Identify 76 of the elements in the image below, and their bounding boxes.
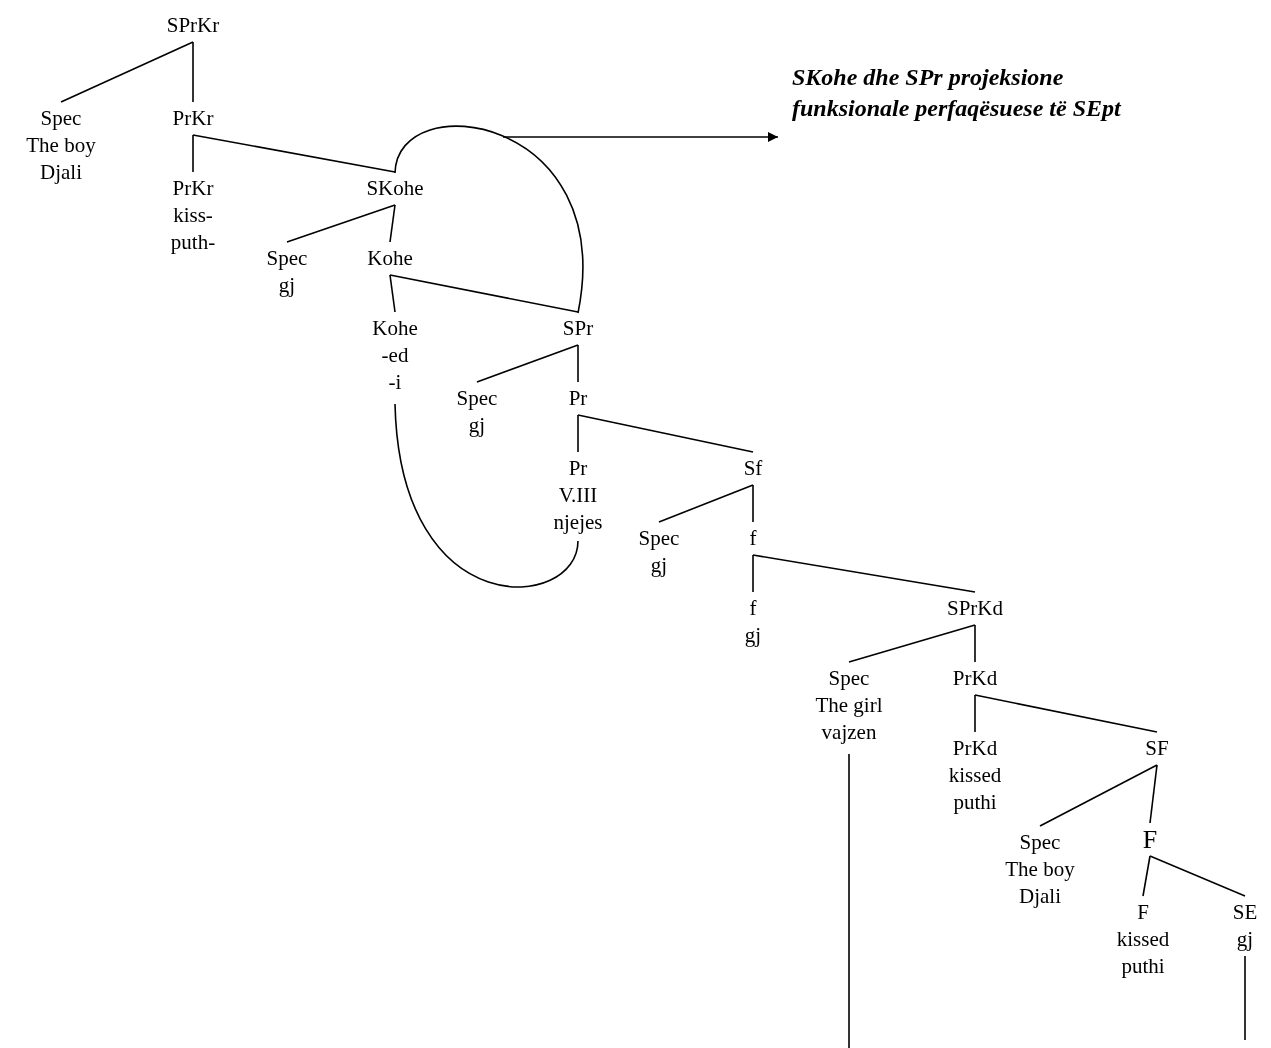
tree-branch xyxy=(389,204,396,243)
word-label: vajzen xyxy=(820,719,878,746)
movement-arc xyxy=(394,125,584,314)
category-label: F xyxy=(1136,899,1150,926)
word-label: gj xyxy=(467,412,487,439)
category-label: Pr xyxy=(567,455,589,482)
word-label: gj xyxy=(744,622,762,649)
tree-branch xyxy=(752,484,754,523)
tree-branch xyxy=(1149,855,1246,897)
tree-branch xyxy=(192,41,194,103)
tree-branch xyxy=(1149,764,1158,824)
category-label: SPrKd xyxy=(947,595,1003,622)
word-label: kissed xyxy=(1116,926,1170,953)
word-label: The boy xyxy=(26,132,96,159)
tree-branch xyxy=(848,624,976,663)
category-label: Pr xyxy=(568,385,588,412)
word-label: The girl xyxy=(815,692,883,719)
word-label: gj xyxy=(277,272,297,299)
category-label: f xyxy=(749,525,757,552)
word-label: puth- xyxy=(170,229,216,256)
tree-branch xyxy=(577,344,579,383)
tree-branch xyxy=(192,134,396,173)
category-label: Spec xyxy=(39,105,83,132)
tree-branch xyxy=(974,694,976,733)
tree-branch xyxy=(577,414,579,453)
category-label: F xyxy=(1142,826,1158,853)
tree-branch xyxy=(192,134,194,173)
word-label: gj xyxy=(1235,926,1255,953)
arrow xyxy=(502,132,779,142)
category-label: Spec xyxy=(638,525,680,552)
tree-branch xyxy=(974,694,1158,733)
word-label: The boy xyxy=(1005,856,1075,883)
trace-line xyxy=(1244,955,1246,1041)
tree-branch xyxy=(752,554,754,593)
category-label: SPrKr xyxy=(166,12,220,39)
tree-branch xyxy=(577,414,754,453)
category-label: PrKr xyxy=(171,175,215,202)
tree-branch xyxy=(658,484,754,523)
word-label: V.III xyxy=(557,482,599,509)
category-label: Spec xyxy=(266,245,308,272)
category-label: Kohe xyxy=(372,315,418,342)
word-label: njejes xyxy=(553,509,603,536)
category-label: Spec xyxy=(827,665,871,692)
category-label: Kohe xyxy=(367,245,413,272)
word-label: puthi xyxy=(952,789,998,816)
category-label: PrKd xyxy=(952,665,998,692)
tree-branch xyxy=(974,624,976,663)
word-label: -ed xyxy=(380,342,410,369)
tree-branch xyxy=(1142,855,1151,897)
tree-branch xyxy=(389,274,396,313)
word-label: puthi xyxy=(1120,953,1166,980)
category-label: f xyxy=(748,595,758,622)
tree-branch xyxy=(476,344,579,383)
word-label: gj xyxy=(649,552,669,579)
category-label: Spec xyxy=(456,385,498,412)
word-label: kissed xyxy=(948,762,1002,789)
tree-branch xyxy=(60,41,194,103)
category-label: PrKd xyxy=(951,735,999,762)
word-label: kiss- xyxy=(172,202,214,229)
category-label: PrKr xyxy=(172,105,214,132)
tree-branch xyxy=(286,204,396,243)
category-label: SKohe xyxy=(366,175,424,202)
annotation-text: SKohe dhe SPr projeksione funksionale perfaqësuese të SEpt xyxy=(792,64,1121,121)
category-label: SF xyxy=(1145,735,1169,762)
trace-line xyxy=(848,753,850,1048)
category-label: Spec xyxy=(1018,829,1062,856)
category-label: Sf xyxy=(743,455,763,482)
category-label: SPr xyxy=(562,315,594,342)
category-label: SE xyxy=(1232,899,1258,926)
word-label: Djali xyxy=(1018,883,1062,910)
tree-branch xyxy=(1039,764,1158,827)
word-label: Djali xyxy=(39,159,83,186)
tree-branch xyxy=(752,554,976,593)
tree-branch xyxy=(389,274,579,313)
movement-arc xyxy=(394,403,579,588)
word-label: -i xyxy=(387,369,403,396)
